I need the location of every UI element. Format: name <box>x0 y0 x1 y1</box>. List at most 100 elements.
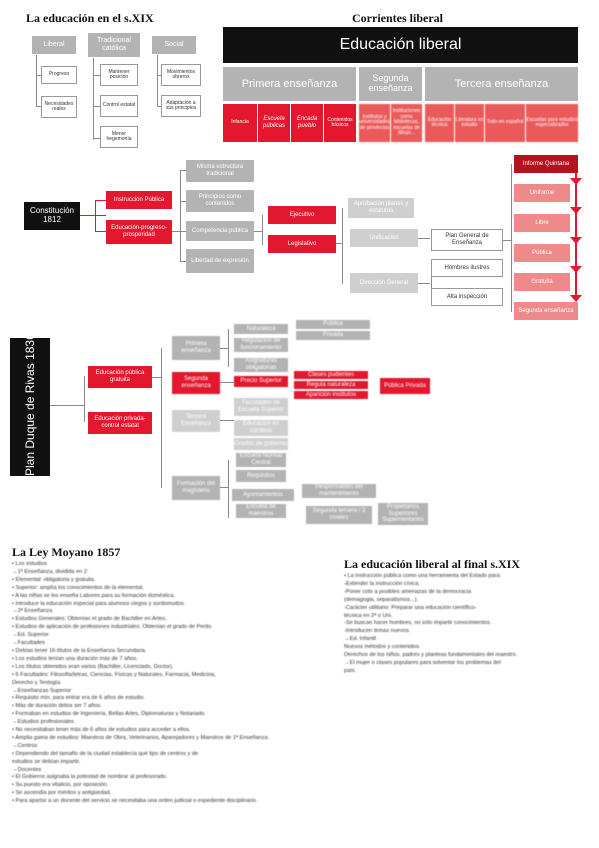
arrow-down-icon <box>570 237 582 244</box>
text-line: • Estudios Generales: Obtenían el grado … <box>12 616 167 623</box>
text-line: estudios se debían impartir. <box>12 758 81 765</box>
informe-segunda: Segunda enseñanza <box>514 302 578 320</box>
text-line: -Introducen temas nuevos. <box>344 628 411 635</box>
primera-publica: Pública <box>296 320 370 329</box>
heading-corrientes-liberal: Corrientes liberal <box>352 11 443 25</box>
text-line: • El Gobierno asignaba la potestad de no… <box>12 774 168 781</box>
mag-responsables: Responsables del mantenimiento <box>302 484 376 498</box>
hombres-ilustres: Hombres ilustres <box>431 259 503 277</box>
col-tradicional: Tradicional católica <box>88 33 140 57</box>
text-line: • La instrucción pública como una herram… <box>344 573 502 579</box>
col-liberal: Liberal <box>32 36 76 54</box>
primera-asignaturas: Asignaturas obligatorias <box>234 358 288 372</box>
primera-escuela: Escuela públicas <box>258 104 290 142</box>
tercera-espanol: Todo en español <box>485 104 525 142</box>
text-line: →El mujer o clases populares para solven… <box>344 659 501 666</box>
trad-item-mantener: Mantener posición <box>100 64 138 86</box>
segunda-bibliotecas: Instituciones como bibliotecas, escuelas… <box>391 104 422 142</box>
text-line: • Su puesto era vitalicio, por oposición… <box>12 782 109 789</box>
text-line: -Carácter utilitario: Preparar una educa… <box>344 604 477 611</box>
social-item-adaptacion: Adaptación a sus principios <box>161 95 201 117</box>
tercera-tecnica: Educación técnica <box>425 104 454 142</box>
mag-segunda-tercera: Segunda tercera / 3 niveles <box>306 506 372 524</box>
rivas-publica-gratuita: Educación pública gratuita <box>88 366 152 388</box>
text-line: país. <box>344 667 357 674</box>
informe-publica: Pública <box>514 244 570 262</box>
text-line: (demagogia, separatismos...). <box>344 596 418 603</box>
text-line: →Ed. Infantil <box>344 636 377 643</box>
liberal-item-progreso: Progreso <box>41 66 77 84</box>
arrow-down-icon <box>570 178 582 185</box>
arrow-down-icon <box>570 207 582 214</box>
text-line: • Requisito mín. para entrar era de 6 añ… <box>12 695 145 702</box>
branch-libertad: Libertad de expresión <box>186 249 254 273</box>
rivas-segunda: Segunda enseñanza <box>172 372 220 394</box>
text-line: • Amplia gama de estudios: Maestros de O… <box>12 734 270 741</box>
mid-aprobacion: Aprobación planes y estatutos <box>348 198 414 218</box>
text-line: Derechos de los niños, padres y planteas… <box>344 652 518 659</box>
mag-escuela-normal: Escuela Normal Central <box>236 453 286 467</box>
final-text: • La instrucción pública como una herram… <box>344 573 589 676</box>
rivas-label: Plan Duque de Rivas 1836 <box>23 333 37 476</box>
text-line: • 6 Facultades: Filosofía/letras, Cienci… <box>12 671 216 678</box>
rivas-tercera: Tercera Enseñanza <box>172 410 220 432</box>
liberal-item-necesidades: Necesidades reales <box>41 96 77 118</box>
text-line: →2ª Enseñanza <box>12 608 53 615</box>
arrow-down-icon <box>570 295 582 302</box>
segunda-regula: Regula naturaleza <box>294 381 368 389</box>
heading-final-xix: La educación liberal al final s.XIX <box>344 557 521 571</box>
mag-propietarios: Propietarios Superiores Suplementarios <box>378 503 428 525</box>
text-line: • Para apartar a un docente del servicio… <box>12 798 258 805</box>
educacion-progreso: Educación-progreso-prosperidad <box>106 220 172 244</box>
text-line: • Más de duración debía ser 7 años. <box>12 703 102 710</box>
heading-educacion-xix: La educación en el s.XIX <box>26 11 154 25</box>
text-line: • Los títulos obtenidos eran varios (Bac… <box>12 663 174 670</box>
branch-estructura: Misma estructura tradicional <box>186 160 254 182</box>
trad-item-control: Control estatal <box>100 95 138 117</box>
branch-principios: Principios como contenidos <box>186 190 254 212</box>
tercera-literatura: Literatura en estudio <box>455 104 484 142</box>
segunda-publica-privada: Pública Privada <box>380 378 430 394</box>
alta-inspeccion: Alta inspección <box>431 288 503 306</box>
branch-competencia: Competencia pública <box>186 221 254 241</box>
informe-quintana: Informe Quintana <box>514 155 578 173</box>
primera-regulacion: Regulación de funcionamiento <box>234 338 288 352</box>
tercera-especializados: Escuelas para estudios especializados <box>526 104 578 142</box>
text-line: • Elemental: obligatoria y gratuita. <box>12 576 96 583</box>
text-line: →Facultades <box>12 640 45 647</box>
col-social: Social <box>152 36 196 54</box>
text-line: Nuevos métodos y contenidos. <box>344 644 421 651</box>
text-line: • Superior: amplía los conocimientos de … <box>12 584 144 591</box>
text-line: -Extender la instrucción cívica. <box>344 580 420 587</box>
edu-liberal-title: Educación liberal <box>223 27 578 63</box>
primera-contenidos: Contenidos básicos <box>324 104 356 142</box>
rivas-magisterio: Formación del magisterio <box>172 476 220 500</box>
poder-legislativo: Legislativo <box>268 235 336 253</box>
mag-escuela-maestros: Escuela de maestros <box>236 504 286 518</box>
text-line: • Dependiendo del tamaño de la ciudad es… <box>12 750 199 757</box>
segunda-pudientes: Clases pudientes <box>294 371 368 379</box>
text-line: Derecho y Teología. <box>12 679 62 686</box>
segunda-aparicion: Aparición institutos <box>294 391 368 399</box>
informe-uniforme: Uniforme <box>514 184 570 202</box>
text-line: →Ed. Superior <box>12 632 49 639</box>
tercera-facultades: Facultades de Escuela Superior <box>234 398 288 416</box>
level-segunda: Segunda enseñanza <box>359 67 422 101</box>
segunda-institutos: Institutos y universidades de provincias <box>359 104 390 142</box>
level-primera: Primera enseñanza <box>223 67 356 101</box>
rivas-privada-control: Educación privada-control estatal <box>88 412 152 434</box>
text-line: →Docentes <box>12 766 42 773</box>
text-line: • Formaban en estudios de Ingeniería, Be… <box>12 711 206 718</box>
text-line: →Enseñanzas Superior <box>12 687 72 694</box>
mag-ayuntamientos: Ayuntamientos <box>232 489 294 501</box>
text-line: →Centros <box>12 742 38 749</box>
rivas-primera: Primera enseñanza <box>172 336 220 360</box>
heading-ley-moyano: La Ley Moyano 1857 <box>12 545 121 559</box>
tercera-grados: Grados de gobierno <box>234 438 288 450</box>
mag-requisitos: Requisitos <box>236 470 286 482</box>
text-line: • Debías tener 16 títulos de la Enseñanz… <box>12 647 147 654</box>
text-line: →1ª Enseñanza, dividida en 2: <box>12 568 89 575</box>
text-line: • Estudios de aplicación de profesiones … <box>12 624 213 631</box>
rivas-label-box: Plan Duque de Rivas 1836 <box>10 333 50 476</box>
mid-direccion: Dirección General <box>350 273 418 293</box>
